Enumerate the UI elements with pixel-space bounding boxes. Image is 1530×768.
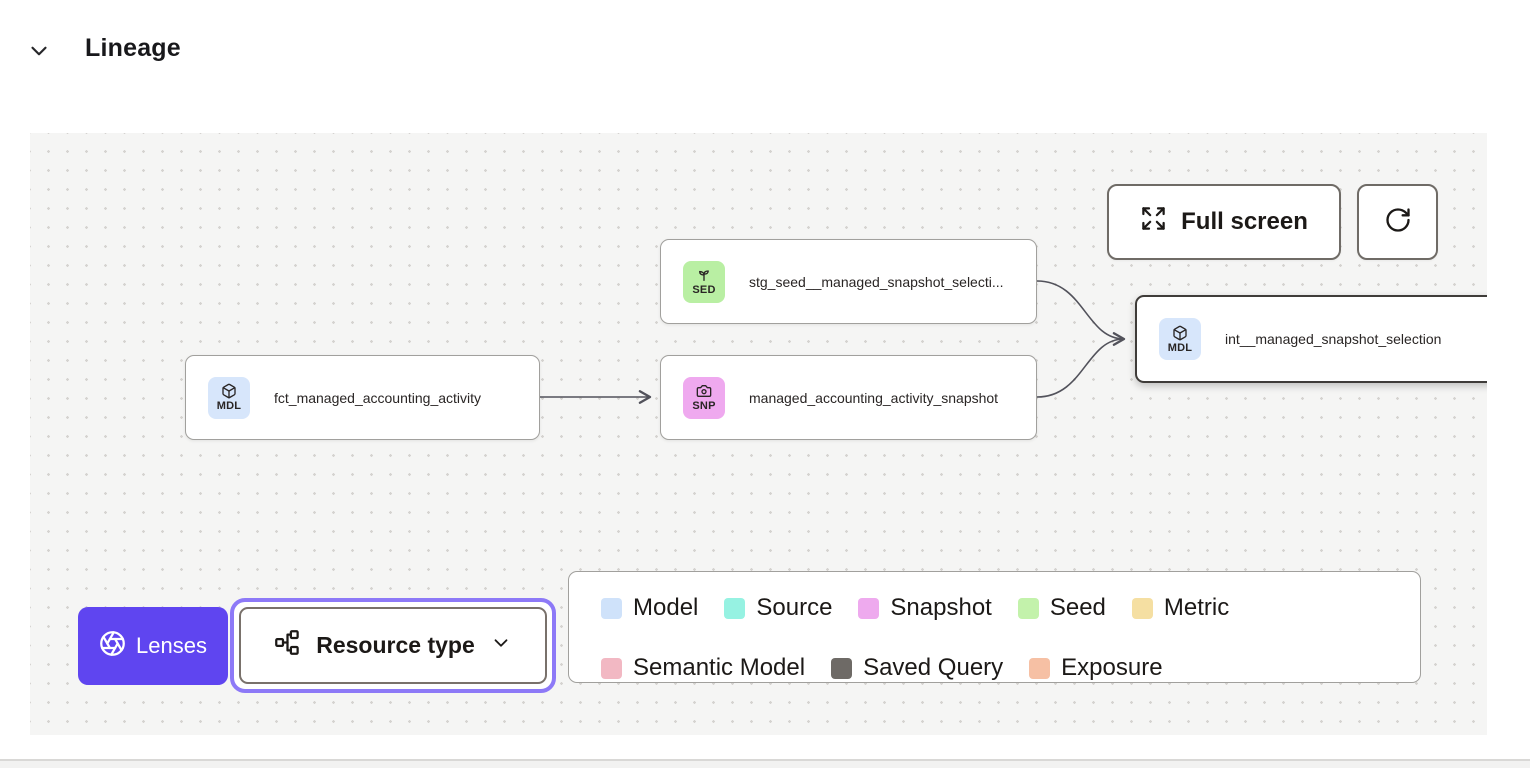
page-title: Lineage: [85, 34, 181, 62]
refresh-button[interactable]: [1357, 184, 1438, 260]
camera-icon: [696, 385, 712, 397]
schema-icon: [274, 629, 301, 662]
legend-item-model: Model: [601, 594, 698, 622]
legend-item-semantic-model: Semantic Model: [601, 654, 805, 682]
legend-item-metric: Metric: [1131, 594, 1229, 622]
legend-item-seed: Seed: [1017, 594, 1106, 622]
lineage-node-snapshot[interactable]: SNP managed_accounting_activity_snapshot: [660, 355, 1037, 440]
lineage-edges: [540, 280, 1126, 404]
legend-item-exposure: Exposure: [1029, 654, 1163, 682]
model-swatch: [601, 597, 622, 619]
snapshot-swatch: [858, 597, 880, 619]
sprout-icon: [699, 270, 709, 281]
legend-item-snapshot: Snapshot: [858, 594, 992, 622]
expand-icon: [1140, 205, 1167, 239]
metric-swatch: [1131, 597, 1153, 619]
cube-icon: [1173, 325, 1187, 340]
node-label: fct_managed_accounting_activity: [274, 389, 482, 406]
resource-type-dropdown-inner[interactable]: Resource type: [239, 607, 547, 684]
legend-item-source: Source: [724, 594, 832, 622]
lineage-node-fct-model[interactable]: MDL fct_managed_accounting_activity: [185, 355, 540, 440]
semantic-model-swatch: [601, 657, 622, 679]
legend-item-saved-query: Saved Query: [831, 654, 1003, 682]
node-label: managed_accounting_activity_snapshot: [749, 389, 999, 406]
exposure-swatch: [1029, 657, 1051, 679]
seed-type-badge: SED: [683, 260, 725, 303]
cube-icon: [222, 383, 236, 399]
seed-swatch: [1017, 597, 1039, 619]
lineage-node-seed[interactable]: SED stg_seed__managed_snapshot_selecti..…: [660, 239, 1037, 324]
saved-query-swatch: [831, 657, 853, 679]
resource-type-legend: Model Source Snapshot Seed Metric Semant…: [568, 571, 1421, 683]
model-type-badge: MDL: [208, 376, 250, 419]
node-label: int__managed_snapshot_selection: [1225, 331, 1442, 347]
full-screen-label: Full screen: [1181, 208, 1308, 235]
refresh-icon: [1384, 206, 1412, 239]
resource-type-label: Resource type: [316, 632, 475, 658]
chevron-down-icon: [490, 632, 512, 660]
model-type-badge: MDL: [1159, 318, 1201, 360]
page-bottom-divider: [0, 759, 1530, 768]
resource-type-dropdown[interactable]: Resource type: [230, 598, 556, 693]
full-screen-button[interactable]: Full screen: [1107, 184, 1341, 260]
source-swatch: [724, 597, 746, 619]
snapshot-type-badge: SNP: [683, 376, 725, 419]
lenses-label: Lenses: [136, 633, 207, 658]
lineage-section-header: Lineage: [0, 0, 1530, 100]
aperture-icon: [99, 630, 126, 663]
chevron-down-icon[interactable]: [26, 38, 52, 64]
node-label: stg_seed__managed_snapshot_selecti...: [749, 273, 1004, 290]
lineage-canvas[interactable]: Full screen SED stg_seed__managed_snapsh…: [30, 133, 1487, 735]
lineage-node-int-model-selected[interactable]: MDL int__managed_snapshot_selection: [1135, 295, 1487, 383]
lenses-button[interactable]: Lenses: [78, 607, 228, 685]
